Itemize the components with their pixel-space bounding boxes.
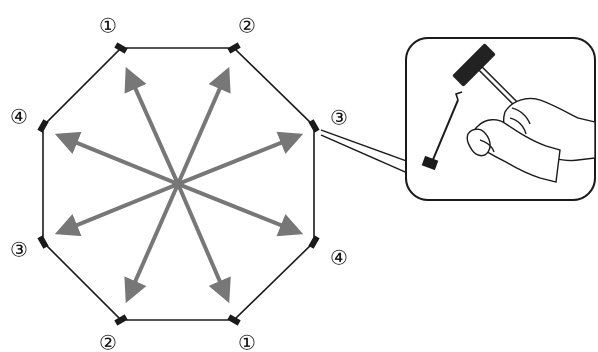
arrow-8 <box>54 131 179 186</box>
stakes <box>37 42 320 326</box>
callout-pointer <box>320 129 413 176</box>
arrow-5 <box>176 183 231 304</box>
stake-labels: ① ② ③ ④ ① ② ③ ④ <box>10 14 348 352</box>
arrow-7 <box>54 182 179 237</box>
stake-8 <box>37 119 49 133</box>
arrow-1 <box>124 66 180 185</box>
stake-label-right-upper: ③ <box>330 106 348 130</box>
stake-5 <box>227 314 241 326</box>
stake-2 <box>227 42 241 54</box>
stake-label-right-lower: ④ <box>330 246 348 270</box>
stake-7 <box>37 235 49 249</box>
stake-icon <box>421 91 463 171</box>
tension-arrows <box>54 66 304 304</box>
hammer-driving-stake-icon <box>405 37 596 201</box>
hammer-icon <box>452 43 519 107</box>
stake-1 <box>114 42 128 54</box>
arrow-3 <box>177 131 304 186</box>
stake-4 <box>308 235 320 249</box>
stake-label-top-left: ① <box>99 14 117 38</box>
arrow-6 <box>124 183 180 304</box>
stake-label-left-lower: ③ <box>10 238 28 262</box>
arrow-4 <box>177 182 304 237</box>
stake-3 <box>308 119 320 133</box>
stake-label-bottom-left: ② <box>99 331 117 352</box>
stake-6 <box>114 314 128 326</box>
stake-label-left-upper: ④ <box>10 105 28 129</box>
arrow-2 <box>176 66 231 185</box>
left-hand-icon <box>466 119 561 183</box>
stake-label-top-right: ② <box>238 14 256 38</box>
stake-label-bottom-right: ① <box>238 331 256 352</box>
